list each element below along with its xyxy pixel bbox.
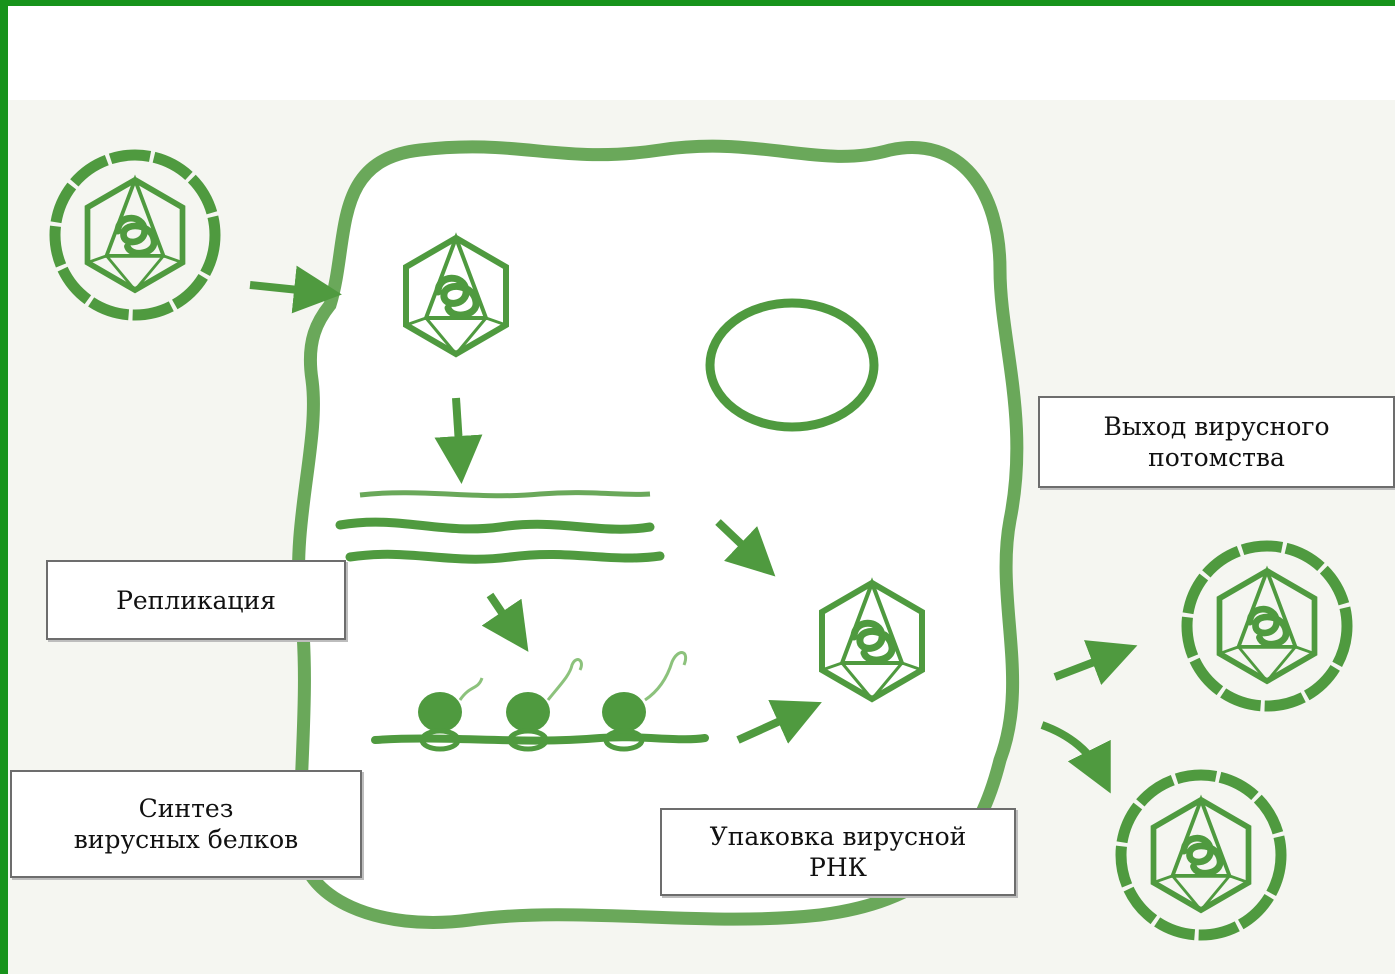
- cell-membrane: [292, 139, 1024, 929]
- virus-icon: [1187, 546, 1347, 706]
- protein-synthesis-label-text: Синтез вирусных белков: [73, 794, 299, 854]
- arrow-icon: [1053, 640, 1138, 686]
- arrow-icon: [481, 592, 529, 652]
- arrow-icon: [715, 519, 776, 577]
- arrow-icon: [434, 397, 483, 484]
- rna-strand: [335, 517, 655, 534]
- peptide-chain: [644, 651, 687, 702]
- rna-strand: [345, 549, 665, 564]
- rna-strand: [359, 490, 651, 499]
- rna-packaging-label: Упаковка вирусной РНК: [660, 808, 1016, 896]
- replication-label-text: Репликация: [116, 585, 276, 615]
- arrow-icon: [1040, 721, 1111, 794]
- virus-icon: [55, 155, 215, 315]
- progeny-release-label: Выход вирусного потомства: [1038, 396, 1395, 488]
- protein-synthesis-label: Синтез вирусных белков: [10, 770, 362, 878]
- arrow-icon: [249, 265, 342, 314]
- peptide-chain: [458, 677, 484, 701]
- replication-label: Репликация: [46, 560, 346, 640]
- rna-packaging-label-text: Упаковка вирусной РНК: [709, 822, 967, 882]
- progeny-release-label-text: Выход вирусного потомства: [1103, 412, 1330, 472]
- peptide-chain: [546, 658, 583, 701]
- mrna-strand: [371, 733, 709, 745]
- arrow-icon: [736, 700, 822, 744]
- nucleus-icon: [705, 298, 879, 432]
- virus-icon: [1121, 775, 1281, 935]
